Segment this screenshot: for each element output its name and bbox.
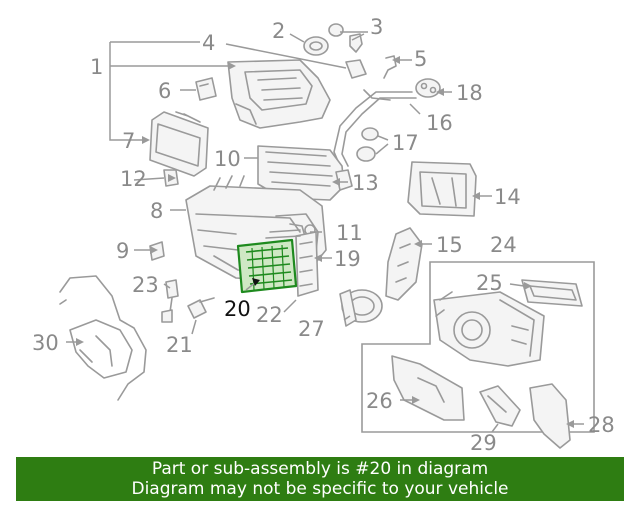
part-bracket bbox=[385, 227, 423, 301]
part-actuator-6 bbox=[195, 77, 217, 101]
part-evaporator bbox=[149, 111, 209, 177]
part-filter-door bbox=[407, 161, 477, 217]
callout-17: 17 bbox=[392, 131, 419, 155]
info-banner: Part or sub-assembly is #20 in diagram D… bbox=[16, 457, 624, 501]
part-duct-28 bbox=[529, 383, 571, 449]
callout-23: 23 bbox=[132, 273, 159, 297]
callout-3: 3 bbox=[370, 15, 383, 39]
callout-4: 4 bbox=[202, 31, 215, 55]
callout-13: 13 bbox=[352, 171, 379, 195]
part-sensor bbox=[161, 279, 215, 323]
callout-labels: 1 2 3 4 5 6 7 8 9 10 11 12 13 14 15 16 1… bbox=[32, 15, 615, 455]
callout-25: 25 bbox=[476, 271, 503, 295]
part-20-cabin-filter bbox=[236, 238, 298, 294]
banner-line-1: Part or sub-assembly is #20 in diagram bbox=[151, 459, 489, 479]
callout-2: 2 bbox=[272, 19, 285, 43]
part-blower-housing bbox=[433, 291, 545, 367]
callout-24: 24 bbox=[490, 233, 517, 257]
part-pipes bbox=[333, 55, 441, 167]
leader-arrowheads bbox=[76, 56, 574, 428]
callout-19: 19 bbox=[334, 247, 361, 271]
callout-21: 21 bbox=[166, 333, 193, 357]
part-upper-case bbox=[227, 59, 331, 129]
part-grommet bbox=[303, 23, 363, 56]
part-inlet-seal bbox=[521, 279, 583, 307]
part-blower-motor bbox=[339, 289, 383, 327]
callout-16: 16 bbox=[426, 111, 453, 135]
banner-line-2: Diagram may not be specific to your vehi… bbox=[131, 479, 509, 499]
callout-15: 15 bbox=[436, 233, 463, 257]
callout-7: 7 bbox=[122, 129, 135, 153]
callout-14: 14 bbox=[494, 185, 521, 209]
group-box-24 bbox=[361, 261, 595, 433]
part-harness bbox=[59, 275, 147, 401]
part-upper-housing bbox=[257, 145, 353, 201]
callout-8: 8 bbox=[150, 199, 163, 223]
callout-6: 6 bbox=[158, 79, 171, 103]
callout-22: 22 bbox=[256, 303, 283, 327]
callout-11: 11 bbox=[336, 221, 363, 245]
callout-20: 20 bbox=[224, 297, 251, 321]
callout-29: 29 bbox=[470, 431, 497, 455]
callout-1: 1 bbox=[90, 55, 103, 79]
callout-28: 28 bbox=[588, 413, 615, 437]
part-filter-frame bbox=[265, 229, 319, 297]
callout-9: 9 bbox=[116, 239, 129, 263]
callout-12: 12 bbox=[120, 167, 147, 191]
part-resistor-29 bbox=[479, 385, 521, 427]
callout-30: 30 bbox=[32, 331, 59, 355]
callout-10: 10 bbox=[214, 147, 241, 171]
callout-27: 27 bbox=[298, 317, 325, 341]
callout-18: 18 bbox=[456, 81, 483, 105]
callout-5: 5 bbox=[414, 47, 427, 71]
part-cover-26 bbox=[391, 355, 465, 421]
callout-26: 26 bbox=[366, 389, 393, 413]
